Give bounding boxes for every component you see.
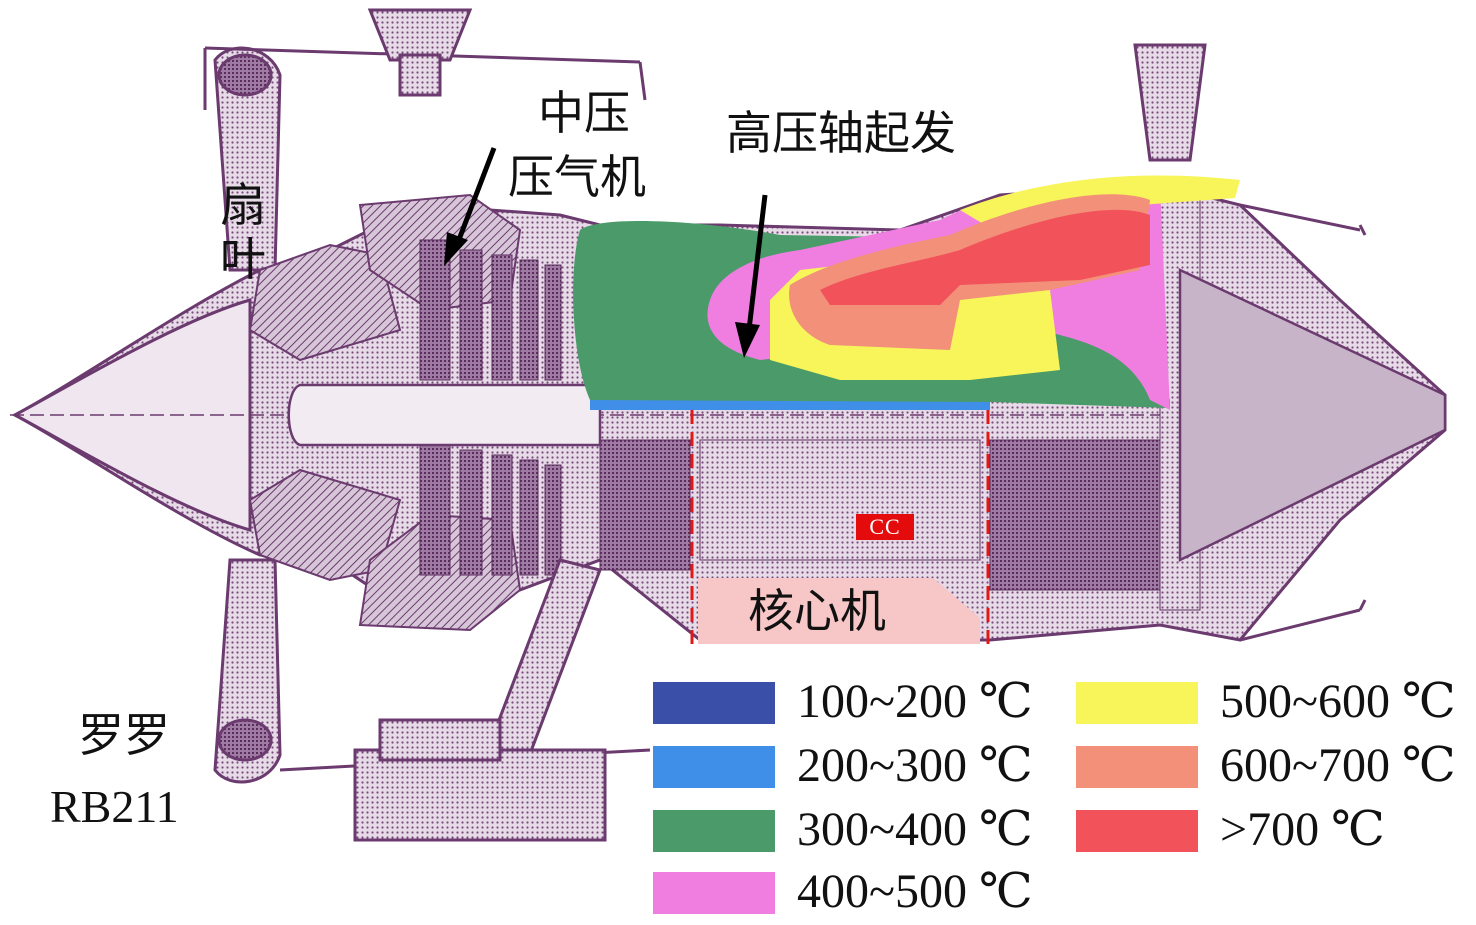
fan-label-2: 叶 <box>220 232 266 286</box>
shaft <box>287 383 602 447</box>
legend-swatch <box>1076 746 1198 788</box>
arrows <box>444 147 768 358</box>
ip-compressor-label-1: 中压 <box>538 86 630 140</box>
legend-label: 200~300 ℃ <box>797 739 1033 792</box>
core-label-box <box>698 578 980 644</box>
legend-label: >700 ℃ <box>1220 803 1385 856</box>
blade-rows <box>419 189 1201 611</box>
legend-swatch <box>1076 810 1198 852</box>
legend-swatch <box>653 810 775 852</box>
legend-label: 300~400 ℃ <box>797 803 1033 856</box>
core-bounds <box>690 410 990 645</box>
engine-name-1: 罗罗 <box>78 708 170 762</box>
fan-blade-upper <box>213 46 282 272</box>
mount-upper <box>367 8 1207 162</box>
accessory-gearbox <box>353 558 607 842</box>
legend-label: 100~200 ℃ <box>797 675 1033 728</box>
zone-over-700 <box>820 209 1150 305</box>
legend-label: 600~700 ℃ <box>1220 739 1456 792</box>
fan-label-1: 扇 <box>220 178 266 232</box>
temperature-zones <box>573 175 1240 410</box>
exhaust-cone <box>1178 268 1447 563</box>
legend-swatch <box>653 746 775 788</box>
engine-name-2: RB211 <box>50 781 179 832</box>
fan-blade-lower <box>213 558 282 784</box>
ip-compressor-label-2: 压气机 <box>508 150 646 204</box>
legend-swatch <box>653 682 775 724</box>
legend-label: 400~500 ℃ <box>797 865 1033 918</box>
legend-swatch <box>653 872 775 914</box>
core-label: 核心机 <box>748 584 886 638</box>
combustion-chamber-badge: CC <box>856 514 914 540</box>
legend-swatch <box>1076 682 1198 724</box>
legend-label: 500~600 ℃ <box>1220 675 1456 728</box>
hp-shaft-label: 高压轴起发 <box>726 106 956 160</box>
